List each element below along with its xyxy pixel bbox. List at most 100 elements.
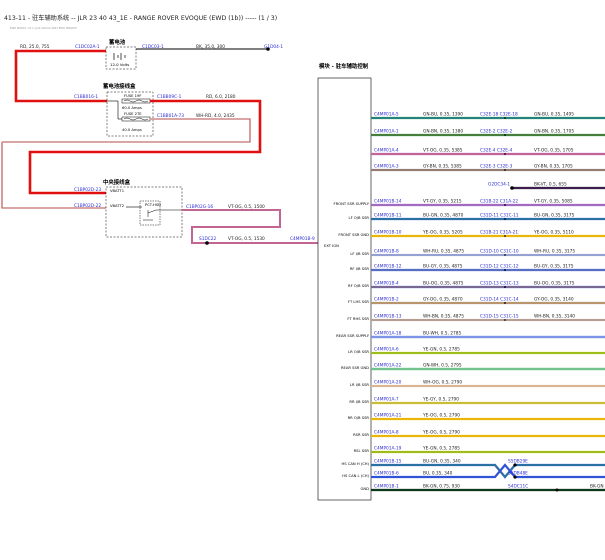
wire-spec: YE-OG, 0.5, 2790 (422, 413, 460, 419)
wire-mid-connector: C31D-15 C31C-15 (480, 314, 519, 320)
wire-mid-connector: C32E-4 C32E-4 (480, 148, 513, 154)
wire-connector: C4MP01B-13 (374, 314, 402, 320)
module-pin-label: RSR SSR (353, 433, 369, 437)
cjb-conn-vbatt1: C1BP02D-23 (74, 187, 101, 193)
wire-connector: C4MP01B-10 (374, 230, 402, 236)
ground-point (266, 47, 270, 51)
bjb-out-1-wire (28, 99, 262, 195)
wire-spec: BU-GN, 0.35, 4870 (423, 213, 464, 219)
wire-mid-connector: G2DC34-1 (488, 182, 510, 188)
wire-connector: C4MP01A-22 (374, 363, 402, 369)
wire-spec-continued: BU-OG, 0.35, 3175 (534, 281, 575, 287)
can-wire-stripe (371, 464, 605, 478)
module-pin-label: GND (361, 487, 370, 491)
cjb-box (105, 186, 183, 238)
battery-junction-box: 蓄电池接线盒 C1BB016-1 FUSE 19F 60.0 Amps FUSE… (74, 82, 154, 137)
wire-connector: C4MP01A-5 (374, 112, 399, 118)
wire-connector: C4MP01B-15 (374, 459, 402, 465)
wire-spec-continued: BK-GN (590, 484, 604, 490)
wire-spec: WH-OG, 0.5, 2790 (423, 380, 462, 386)
module-title: 模块 - 驻车辅助控制 (319, 62, 369, 70)
module-pin-label: LR I/B SSR (350, 383, 370, 387)
module-pin-label: LF I/B SSR (350, 252, 369, 256)
module-pin-label: RSL SSR (354, 449, 370, 453)
wire-spec: GN-BN, 0.35, 1380 (423, 129, 463, 135)
output-wire: C4MP01B-13 WH-BN, 0.35, 4875 C31D-15 C31C-… (371, 314, 605, 322)
inline-connector-mark (504, 169, 506, 171)
wire-connector: C4MP01B-8 (374, 249, 399, 255)
module-pin-label: FT RHS SSR (347, 317, 369, 321)
battery-conn-right: C1DC03-1 (142, 44, 164, 50)
bjb-title: 蓄电池接线盒 (103, 82, 136, 90)
battery-voltage: 12.0 Volts (110, 62, 129, 67)
wire-spec: WH-BN, 0.35, 4875 (423, 314, 464, 320)
page-subheader: EWD MODEL 1.0 (c) JLR Vehicle 2023 EWD S… (10, 27, 77, 30)
wire-mid-connector: C31D-14 C31C-14 (480, 297, 519, 303)
inline-connector-mark (504, 302, 506, 304)
module-pin-label: FRONT SSR GND (338, 233, 369, 237)
wire-spec-continued: VT-OG, 0.35, 1705 (534, 148, 574, 154)
wire-connector: C4MP01A-20 (374, 380, 402, 386)
wire-mid-connector: C31D-10 C31C-10 (480, 249, 519, 255)
splice-node (205, 241, 209, 245)
wire-spec: GN-WH, 0.5, 2795 (423, 363, 462, 369)
can-wire-line (371, 463, 605, 479)
wire-spec: GY-BN, 0.35, 5385 (423, 164, 462, 170)
bjb-out-2-stripe (2, 118, 251, 143)
wire-spec: VT-OG, 0.35, 5385 (423, 148, 463, 154)
cjb-title: 中央接线盒 (103, 178, 131, 186)
battery-ground-conn: G1D04-1 (264, 44, 283, 50)
wire-connector: C4MP01A-18 (374, 331, 402, 337)
wire-connector: C4MP01B-12 (374, 264, 402, 270)
cjb-output-stripe (182, 209, 281, 244)
wire-connector: C4MP01B-6 (374, 471, 399, 477)
battery-conn-left: C1DC02A-1 (75, 44, 100, 50)
page-header: 413-11 - 驻车辅助系统 -- JLR 23 40 43_1E - RAN… (4, 15, 278, 22)
bjb-box (106, 91, 154, 137)
wire-connector: C4MP01B-1 (374, 484, 399, 490)
main-feed-wire (14, 49, 107, 103)
inline-connector-mark (504, 269, 506, 271)
wire-spec-continued: BU-GN, 0.35, 3175 (534, 213, 575, 219)
module-pin-label: LR O/B SSR (348, 350, 369, 354)
fuse-2-name: FUSE 2TE (124, 112, 142, 116)
module-pin-label: RR I/B SSR (349, 400, 369, 404)
wire-spec: BU-GY, 0.35, 4875 (423, 264, 463, 270)
battery-feed-wire-spec: RD, 25.0, 755 (20, 44, 50, 50)
module-pin-label: REAR SSR GND (341, 366, 369, 370)
wire-spec: YE-GN, 0.5, 2785 (422, 347, 460, 353)
module-pin-label: RF O/B SSR (348, 284, 369, 288)
inline-connector-mark (504, 235, 506, 237)
inline-connector-mark (504, 319, 506, 321)
wire-spec: BU, 0.35, 340 (423, 471, 453, 477)
cjb-label-vbatt1: VBATT1 (110, 189, 124, 193)
wire-connector: C4MP01B-11 (374, 213, 402, 219)
wire-spec: BK-GN, 0.75, 930 (423, 484, 460, 490)
bjb-conn-out2: C1BB01A-73 (157, 113, 184, 119)
wire-spec-continued: WH-RU, 0.35, 3175 (534, 249, 575, 255)
module-pin-label: HS CAN H (CH) (342, 462, 370, 466)
inline-connector-mark (504, 204, 506, 206)
wire-mid-connector: C32E-2 C32E-2 (480, 129, 513, 135)
wire-mid-connector: C31D-12 C31C-12 (480, 264, 519, 270)
wire-spec: YE-GN, 0.5, 2785 (422, 446, 460, 452)
bjb-conn-in: C1BB016-1 (74, 94, 98, 100)
battery-title: 蓄电池 (109, 38, 126, 46)
wire-spec-continued: WH-BN, 0.35, 3140 (534, 314, 575, 320)
wire-spec-continued: BU-GY, 0.35, 3175 (534, 264, 574, 270)
wire-spec-continued: GN-BN, 0.35, 1705 (534, 129, 574, 135)
wire-spec-continued: BK-VT, 0.5, 655 (534, 182, 567, 188)
wire-spec: YE-OG, 0.35, 5205 (422, 230, 463, 236)
wire-spec-continued: GY-BN, 0.35, 1705 (534, 164, 573, 170)
wire-spec: GN-BU, 0.35, 1390 (423, 112, 463, 118)
wire-spec: BU-GN, 0.35, 340 (423, 459, 461, 465)
wire-spec: WH-RU, 0.35, 4875 (423, 249, 464, 255)
wire-mid-connector: C31B-21 C31A-21 (480, 230, 518, 236)
module-pin-label: LF O/B SSR (349, 216, 370, 220)
